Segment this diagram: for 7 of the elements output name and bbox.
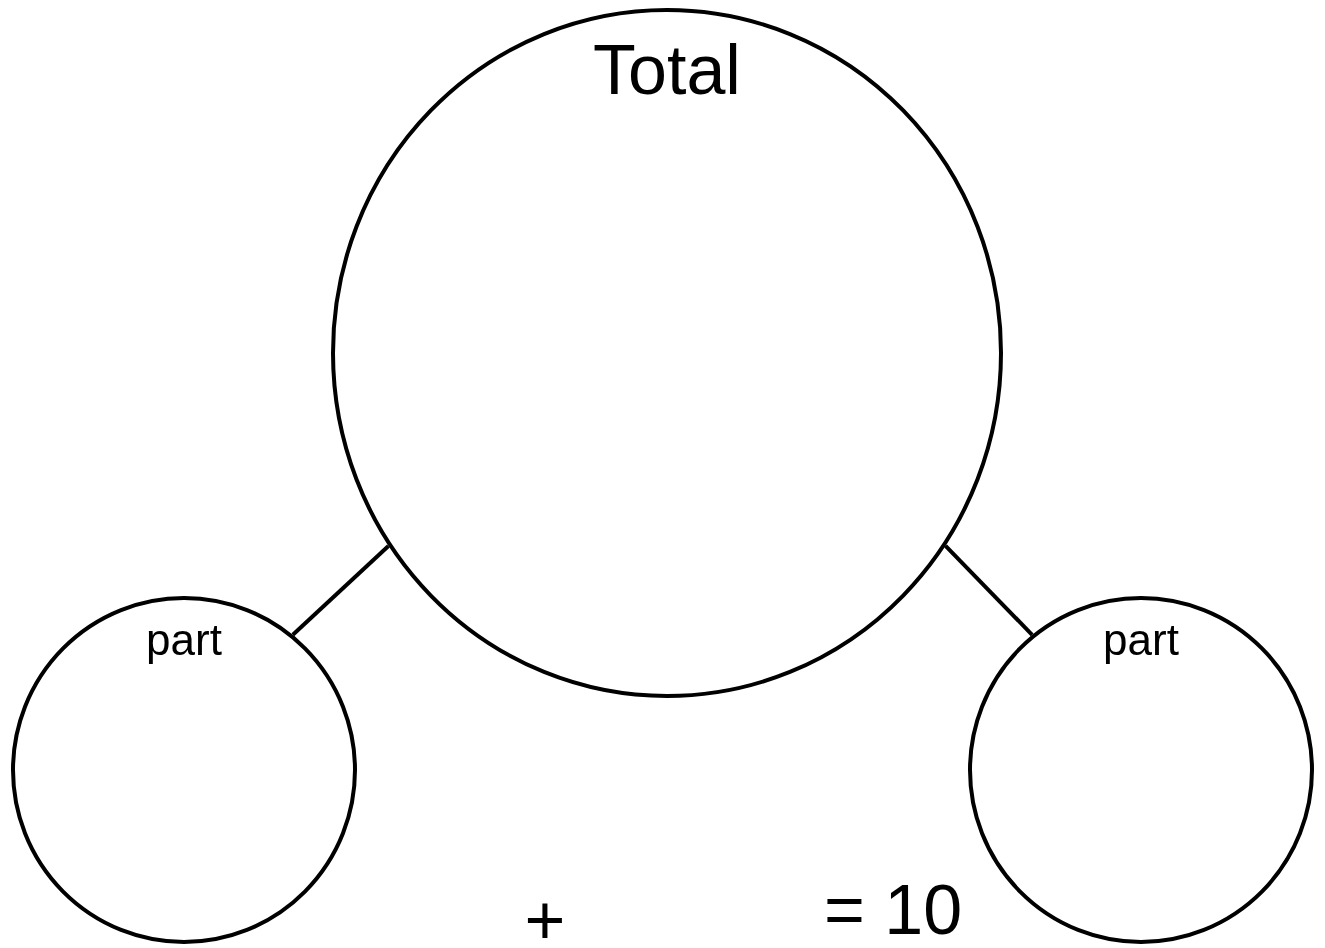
connector-line (291, 544, 390, 637)
part-label: part (146, 615, 222, 664)
total-label: Total (593, 31, 741, 109)
connector-line (944, 544, 1034, 637)
equation-result: = 10 (823, 870, 963, 948)
part-label: part (1103, 615, 1179, 664)
plus-sign: + (524, 880, 566, 948)
